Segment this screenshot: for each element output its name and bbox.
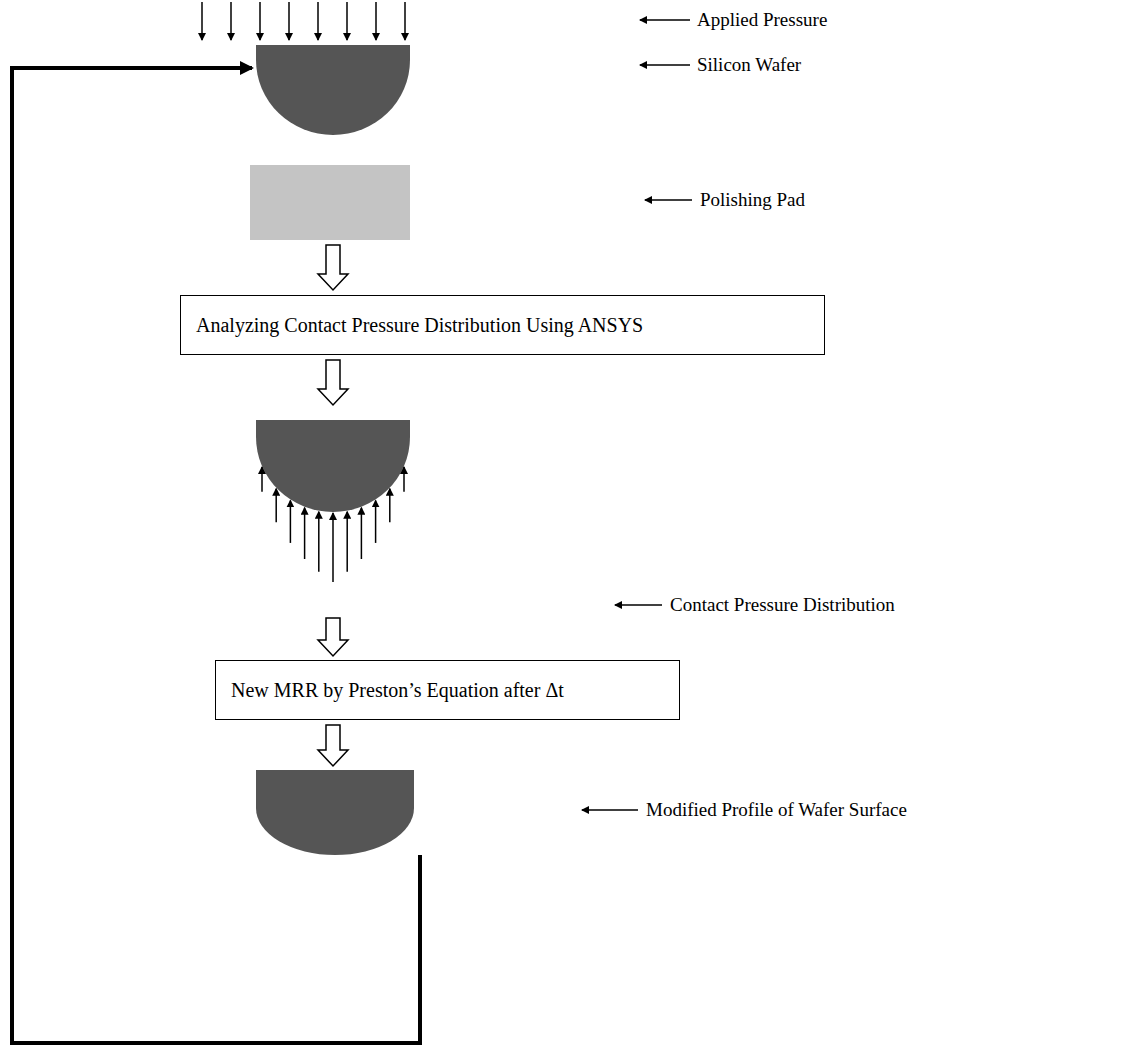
part-label: Polishing Pad	[700, 189, 805, 212]
arrow-stroke	[259, 2, 261, 40]
arrow-stroke	[375, 500, 377, 542]
arrow-stroke	[261, 467, 263, 492]
arrow-stroke	[375, 2, 377, 40]
arrow-stroke	[288, 2, 290, 40]
arrow-stroke	[346, 2, 348, 40]
applied-pressure-arrows	[202, 2, 405, 40]
arrow-stroke	[318, 512, 320, 572]
box-text: Analyzing Contact Pressure Distribution …	[181, 314, 658, 337]
arrow-stroke	[201, 2, 203, 40]
part-label: Silicon Wafer	[697, 54, 801, 77]
arrow-stroke	[403, 467, 405, 492]
arrow-stroke	[275, 489, 277, 523]
part-label: Contact Pressure Distribution	[670, 594, 895, 617]
process-box: New MRR by Preston’s Equation after Δt	[215, 660, 680, 720]
box-text: New MRR by Preston’s Equation after Δt	[216, 679, 579, 702]
contact-pressure-arrows	[262, 467, 404, 582]
arrow-stroke	[317, 2, 319, 40]
arrow-stroke	[346, 512, 348, 572]
polishing-pad	[250, 165, 410, 240]
silicon-wafer	[256, 45, 410, 135]
modified-wafer	[256, 770, 414, 855]
silicon-wafer	[256, 420, 410, 512]
feedback-loop	[12, 68, 420, 1043]
arrow-stroke	[389, 489, 391, 523]
process-box: Analyzing Contact Pressure Distribution …	[180, 295, 825, 355]
arrow-stroke	[230, 2, 232, 40]
arrow-stroke	[404, 2, 406, 40]
part-label: Applied Pressure	[697, 9, 827, 32]
arrow-stroke	[361, 508, 363, 559]
arrow-stroke	[290, 500, 292, 542]
arrow-stroke	[304, 508, 306, 559]
part-label: Modified Profile of Wafer Surface	[646, 799, 907, 822]
arrow-stroke	[332, 513, 334, 582]
